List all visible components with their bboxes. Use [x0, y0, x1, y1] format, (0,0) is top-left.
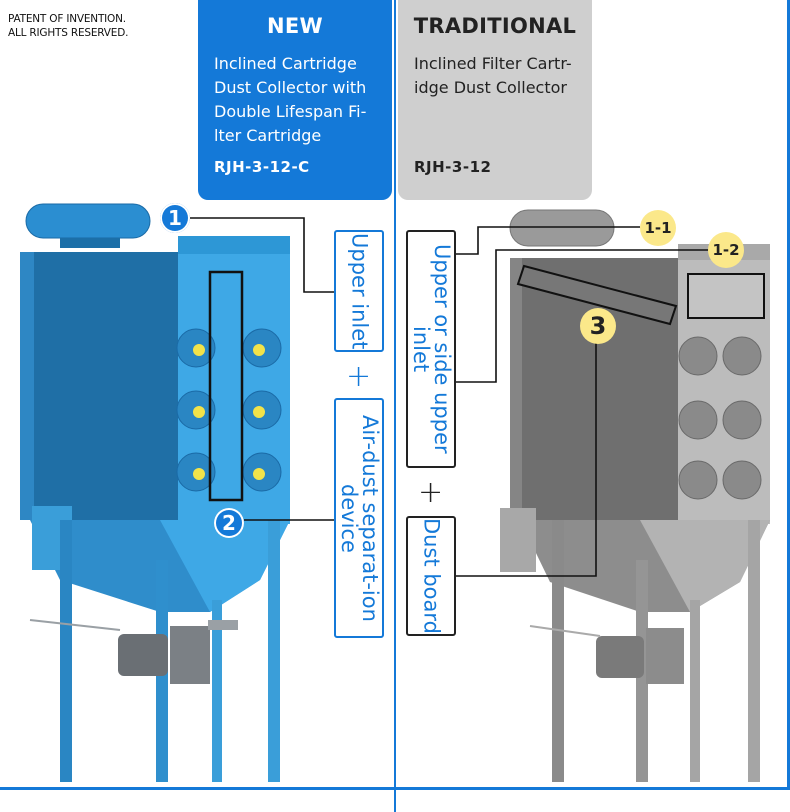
patent-notice: PATENT OF INVENTION. ALL RIGHTS RESERVED…	[8, 13, 129, 39]
marker-1: 1	[160, 203, 190, 233]
marker-1-1: 1-1	[640, 210, 676, 246]
marker-3: 3	[580, 308, 616, 344]
traditional-heading: TRADITIONAL	[413, 14, 577, 38]
new-model: RJH-3-12-C	[214, 158, 310, 176]
air-dust-separation-label: Air-dust separat-ion device	[337, 414, 382, 622]
new-plus-sign: +	[346, 359, 372, 394]
upper-side-inlet-label: Upper or side upper inlet	[409, 244, 454, 454]
bottom-border	[0, 787, 790, 790]
upper-inlet-label: Upper inlet	[347, 232, 372, 350]
traditional-panel: TRADITIONAL Inclined Filter Cartr-idge D…	[398, 0, 592, 200]
dust-board-box: Dust board	[406, 516, 456, 636]
new-description: Inclined Cartridge Dust Collector with D…	[214, 54, 367, 145]
upper-side-inlet-box: Upper or side upper inlet	[406, 230, 456, 468]
leader-line-1-2	[456, 249, 710, 383]
new-dust-collector-illustration	[20, 203, 290, 782]
marker-1-2: 1-2	[708, 232, 744, 268]
leader-line-1	[190, 217, 334, 293]
new-panel: NEW Inclined Cartridge Dust Collector wi…	[198, 0, 392, 200]
leader-line-1-1	[456, 226, 640, 255]
traditional-model: RJH-3-12	[414, 158, 492, 176]
air-dust-separation-box: Air-dust separat-ion device	[334, 398, 384, 638]
dust-board-label: Dust board	[419, 518, 444, 634]
new-heading: NEW	[267, 14, 323, 38]
marker-2: 2	[214, 508, 244, 538]
traditional-dust-collector-illustration	[500, 209, 770, 782]
leader-line-3	[456, 340, 597, 577]
traditional-description: Inclined Filter Cartr-idge Dust Collecto…	[414, 54, 572, 97]
panel-divider	[394, 0, 396, 812]
right-border	[787, 0, 790, 790]
traditional-plus-sign: +	[418, 475, 444, 510]
upper-inlet-box: Upper inlet	[334, 230, 384, 352]
